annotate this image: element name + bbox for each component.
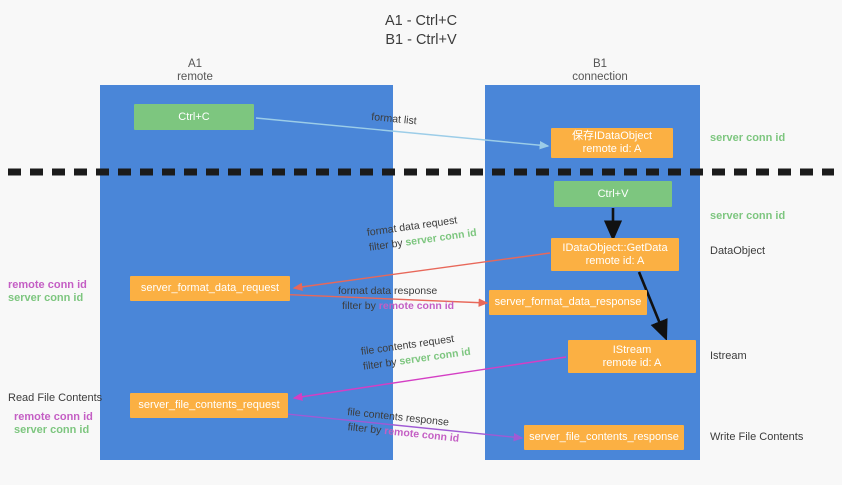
label-server-conn-id-top: server conn id [710, 132, 786, 144]
box-save-idataobject-line2: remote id: A [582, 143, 642, 155]
swimlane-b1-name: B1 [592, 58, 608, 70]
box-server-format-data-request[interactable]: server_format_data_request [130, 276, 290, 301]
label-istream: Istream [710, 350, 747, 362]
box-istream-line1: IStream [612, 343, 652, 356]
box-server-format-data-response[interactable]: server_format_data_response [489, 290, 647, 315]
filter-prefix: filter by [362, 355, 401, 373]
box-save-idataobject[interactable]: 保存IDataObject remote id: A [551, 128, 673, 158]
label-read-file-contents: Read File Contents [8, 392, 103, 404]
label-write-file-contents: Write File Contents [710, 431, 804, 443]
box-server-file-contents-response[interactable]: server_file_contents_response [524, 425, 684, 450]
flow-label-format-data-response-text: format data response [338, 285, 438, 297]
page-title: A1 - Ctrl+C B1 - Ctrl+V [0, 12, 842, 50]
box-ctrl-c-label: Ctrl+C [178, 110, 210, 123]
box-server-file-contents-request-label: server_file_contents_request [138, 399, 280, 411]
filter-value-remote-conn-id: remote conn id [378, 300, 455, 312]
label-server-conn-id-1: server conn id [8, 292, 84, 304]
flow-label-format-data-response: format data response filter by remote co… [338, 284, 454, 314]
flow-label-format-data-response-filter: filter by remote conn id [342, 299, 454, 314]
box-getdata-line1: IDataObject::GetData [562, 241, 668, 254]
title-line-2: B1 - Ctrl+V [385, 32, 457, 48]
box-getdata-line2: remote id: A [585, 254, 645, 267]
swimlane-b1-sub: connection [572, 71, 628, 83]
title-line-1: A1 - Ctrl+C [384, 13, 458, 29]
box-server-format-data-request-label: server_format_data_request [140, 282, 280, 294]
box-ctrl-v-label: Ctrl+V [597, 187, 629, 200]
filter-prefix: filter by [347, 421, 385, 437]
box-istream-line2: remote id: A [602, 356, 662, 369]
box-idataobject-getdata[interactable]: IDataObject::GetData remote id: A [551, 238, 679, 271]
swimlane-b1-header: B1 connection [560, 58, 640, 84]
box-server-format-data-response-label: server_format_data_response [494, 296, 642, 308]
swimlane-a1-header: A1 remote [155, 58, 235, 84]
box-ctrl-v[interactable]: Ctrl+V [554, 181, 672, 207]
filter-prefix: filter by [342, 300, 379, 312]
swimlane-a1-sub: remote [177, 71, 213, 83]
swimlane-a1-name: A1 [187, 58, 203, 70]
label-remote-conn-id-1: remote conn id [8, 279, 87, 291]
label-server-conn-id-mid: server conn id [710, 210, 786, 222]
box-server-file-contents-request[interactable]: server_file_contents_request [130, 393, 288, 418]
label-data-object: DataObject [710, 245, 766, 257]
filter-prefix: filter by [368, 236, 407, 254]
box-save-idataobject-line1: 保存IDataObject [571, 130, 653, 142]
box-ctrl-c[interactable]: Ctrl+C [134, 104, 254, 130]
box-server-file-contents-response-label: server_file_contents_response [529, 431, 679, 443]
box-istream[interactable]: IStream remote id: A [568, 340, 696, 373]
label-remote-conn-id-2: remote conn id [14, 411, 93, 423]
label-server-conn-id-2: server conn id [14, 424, 90, 436]
